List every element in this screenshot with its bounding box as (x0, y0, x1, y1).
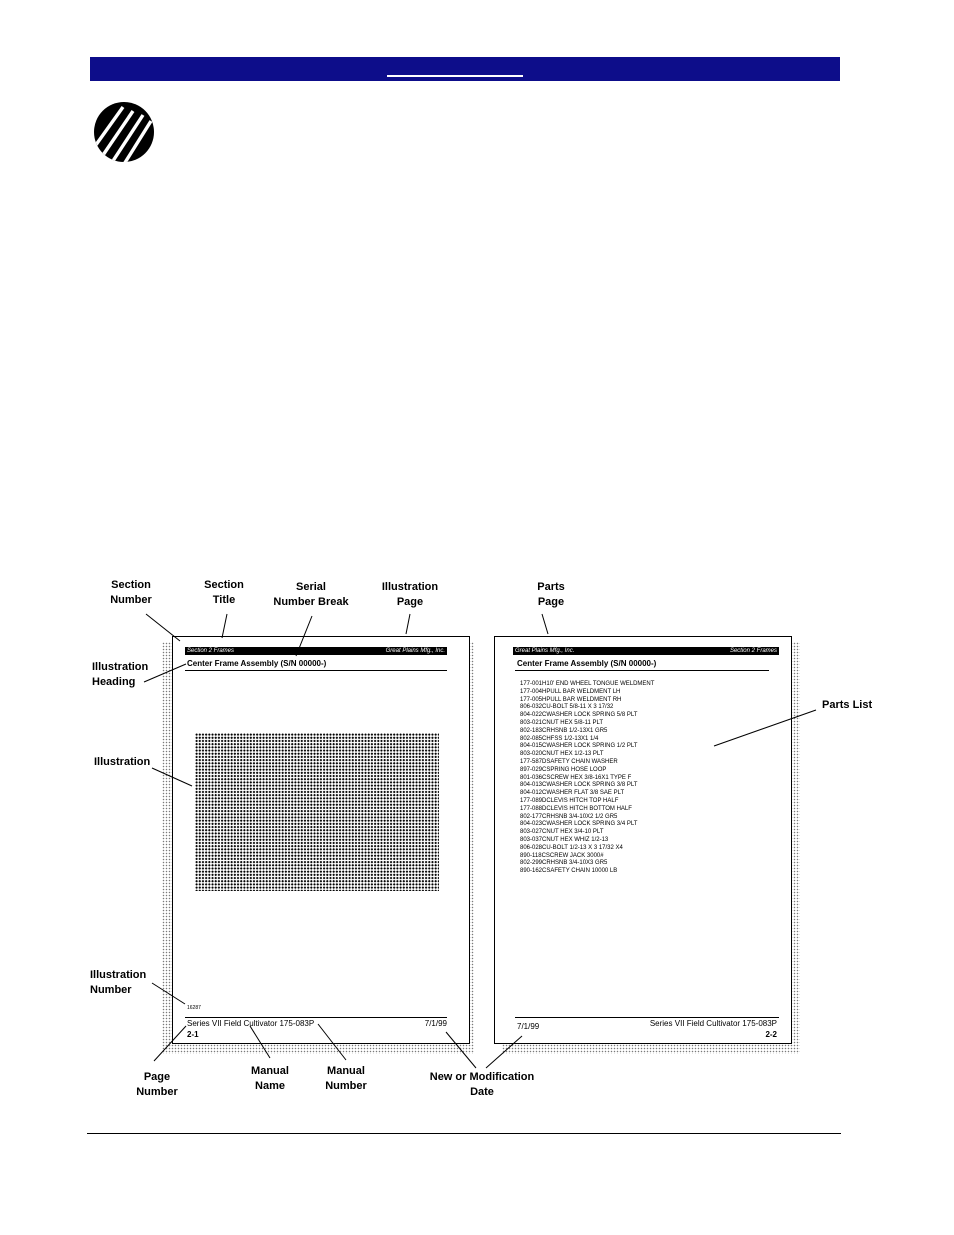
callout-serial-number-break: Serial Number Break (273, 581, 349, 608)
parts-list-item: 804-023CWASHER LOCK SPRING 3/4 PLT (520, 821, 638, 828)
callout-leader-lines (143, 613, 817, 1069)
right-page-heading-rule (515, 670, 769, 672)
parts-list-item: 803-027CNUT HEX 3/4-10 PLT (520, 829, 604, 836)
parts-list-item: 177-088DCLEVIS HITCH BOTTOM HALF (520, 805, 632, 812)
left-page-footer-date: 7/1/99 (424, 1019, 447, 1028)
callout-parts-page: Parts Page (537, 581, 565, 608)
parts-list-item: 802-299CRHSNB 3/4-10X3 GR5 (520, 860, 608, 867)
parts-list-item: 804-015CWASHER LOCK SPRING 1/2 PLT (520, 743, 638, 750)
left-page-illustration-number: 16287 (187, 1005, 201, 1011)
right-page-company-label: Great Plains Mfg., Inc. (515, 648, 575, 654)
parts-list-item: 804-013CWASHER LOCK SPRING 3/8 PLT (520, 782, 638, 789)
parts-list-item: 804-012CWASHER FLAT 3/8 SAE PLT (520, 790, 625, 797)
company-logo-icon (94, 102, 154, 162)
callout-section-number: Section Number (110, 579, 152, 606)
callout-illustration-page: Illustration Page (381, 581, 439, 608)
right-page-section-label: Section 2 Frames (729, 648, 777, 654)
right-page-illustration-heading: Center Frame Assembly (S/N 00000-) (517, 659, 657, 668)
left-page-heading-rule (185, 670, 447, 672)
parts-list-item: 890-162CSAFETY CHAIN 10000 LB (520, 868, 618, 875)
left-page-number: 2-1 (187, 1030, 199, 1039)
parts-list-item: 177-587DSAFETY CHAIN WASHER (520, 758, 618, 765)
header-bar (90, 57, 840, 81)
callout-section-title: Section Title (204, 579, 244, 606)
callout-parts-list: Parts List (822, 699, 873, 711)
left-page-footer-rule (185, 1017, 447, 1019)
left-page-company-label: Great Plains Mfg., Inc. (385, 648, 445, 654)
parts-list-item: 890-118CSCREW JACK 3000# (520, 852, 604, 859)
callout-modification-date: New or Modification Date (429, 1071, 535, 1098)
callout-illustration: Illustration (94, 756, 151, 768)
parts-list-item: 177-004HPULL BAR WELDMENT LH (520, 688, 621, 695)
left-page-header-bar: Section 2 Frames Great Plains Mfg., Inc. (185, 647, 447, 655)
parts-list-item: 897-029CSPRING HOSE LOOP (520, 766, 607, 773)
illustration-page: Section 2 Frames Great Plains Mfg., Inc.… (172, 636, 470, 1044)
header-underline (387, 75, 523, 77)
right-page-footer-rule (515, 1017, 779, 1019)
parts-list-item: 802-085CHFSS 1/2-13X1 1/4 (520, 735, 599, 742)
parts-list-item: 177-001H10' END WHEEL TONGUE WELDMENT (520, 681, 655, 687)
callout-illustration-heading: Illustration Heading (92, 661, 149, 688)
parts-list-item: 801-036CSCREW HEX 3/8-16X1 TYPE F (520, 774, 632, 781)
parts-list-item: 177-089DCLEVIS HITCH TOP HALF (520, 797, 619, 804)
right-page-header-bar: Great Plains Mfg., Inc. Section 2 Frames (513, 647, 779, 655)
parts-list-item: 803-020CNUT HEX 1/2-13 PLT (520, 751, 604, 758)
manual-layout-figure: Section 2 Frames Great Plains Mfg., Inc.… (90, 579, 876, 1098)
parts-list-item: 177-005HPULL BAR WELDMENT RH (520, 696, 622, 703)
parts-page: Great Plains Mfg., Inc. Section 2 Frames… (494, 636, 792, 1044)
parts-list-item: 803-021CNUT HEX 5/8-11 PLT (520, 719, 604, 726)
parts-list-item: 806-032CU-BOLT 5/8-11 X 3 17/32 (520, 704, 614, 711)
callout-manual-number: Manual Number (325, 1065, 367, 1092)
left-page-section-label: Section 2 Frames (187, 648, 235, 654)
left-page-footer-manual: Series VII Field Cultivator 175-083P (187, 1019, 315, 1028)
footer-rule (87, 1133, 841, 1134)
illustration-area (195, 733, 439, 891)
callout-page-number: Page Number (136, 1071, 178, 1098)
left-page-illustration-heading: Center Frame Assembly (S/N 00000-) (187, 659, 327, 668)
parts-list-item: 806-028CU-BOLT 1/2-13 X 3 17/32 X4 (520, 844, 623, 851)
right-page-number: 2-2 (765, 1030, 777, 1039)
right-page-footer-manual: Series VII Field Cultivator 175-083P (649, 1019, 777, 1028)
parts-list-item: 802-183CRHSNB 1/2-13X1 GR5 (520, 727, 608, 734)
callout-illustration-number: Illustration Number (90, 969, 147, 996)
right-page-footer-date: 7/1/99 (517, 1022, 540, 1031)
parts-list-item: 804-022CWASHER LOCK SPRING 5/8 PLT (520, 712, 638, 719)
callout-manual-name: Manual Name (251, 1065, 289, 1092)
parts-list-item: 802-177CRHSNB 3/4-10X2 1/2 GR5 (520, 813, 618, 820)
parts-list-item: 803-037CNUT HEX WHIZ 1/2-13 (520, 836, 609, 843)
